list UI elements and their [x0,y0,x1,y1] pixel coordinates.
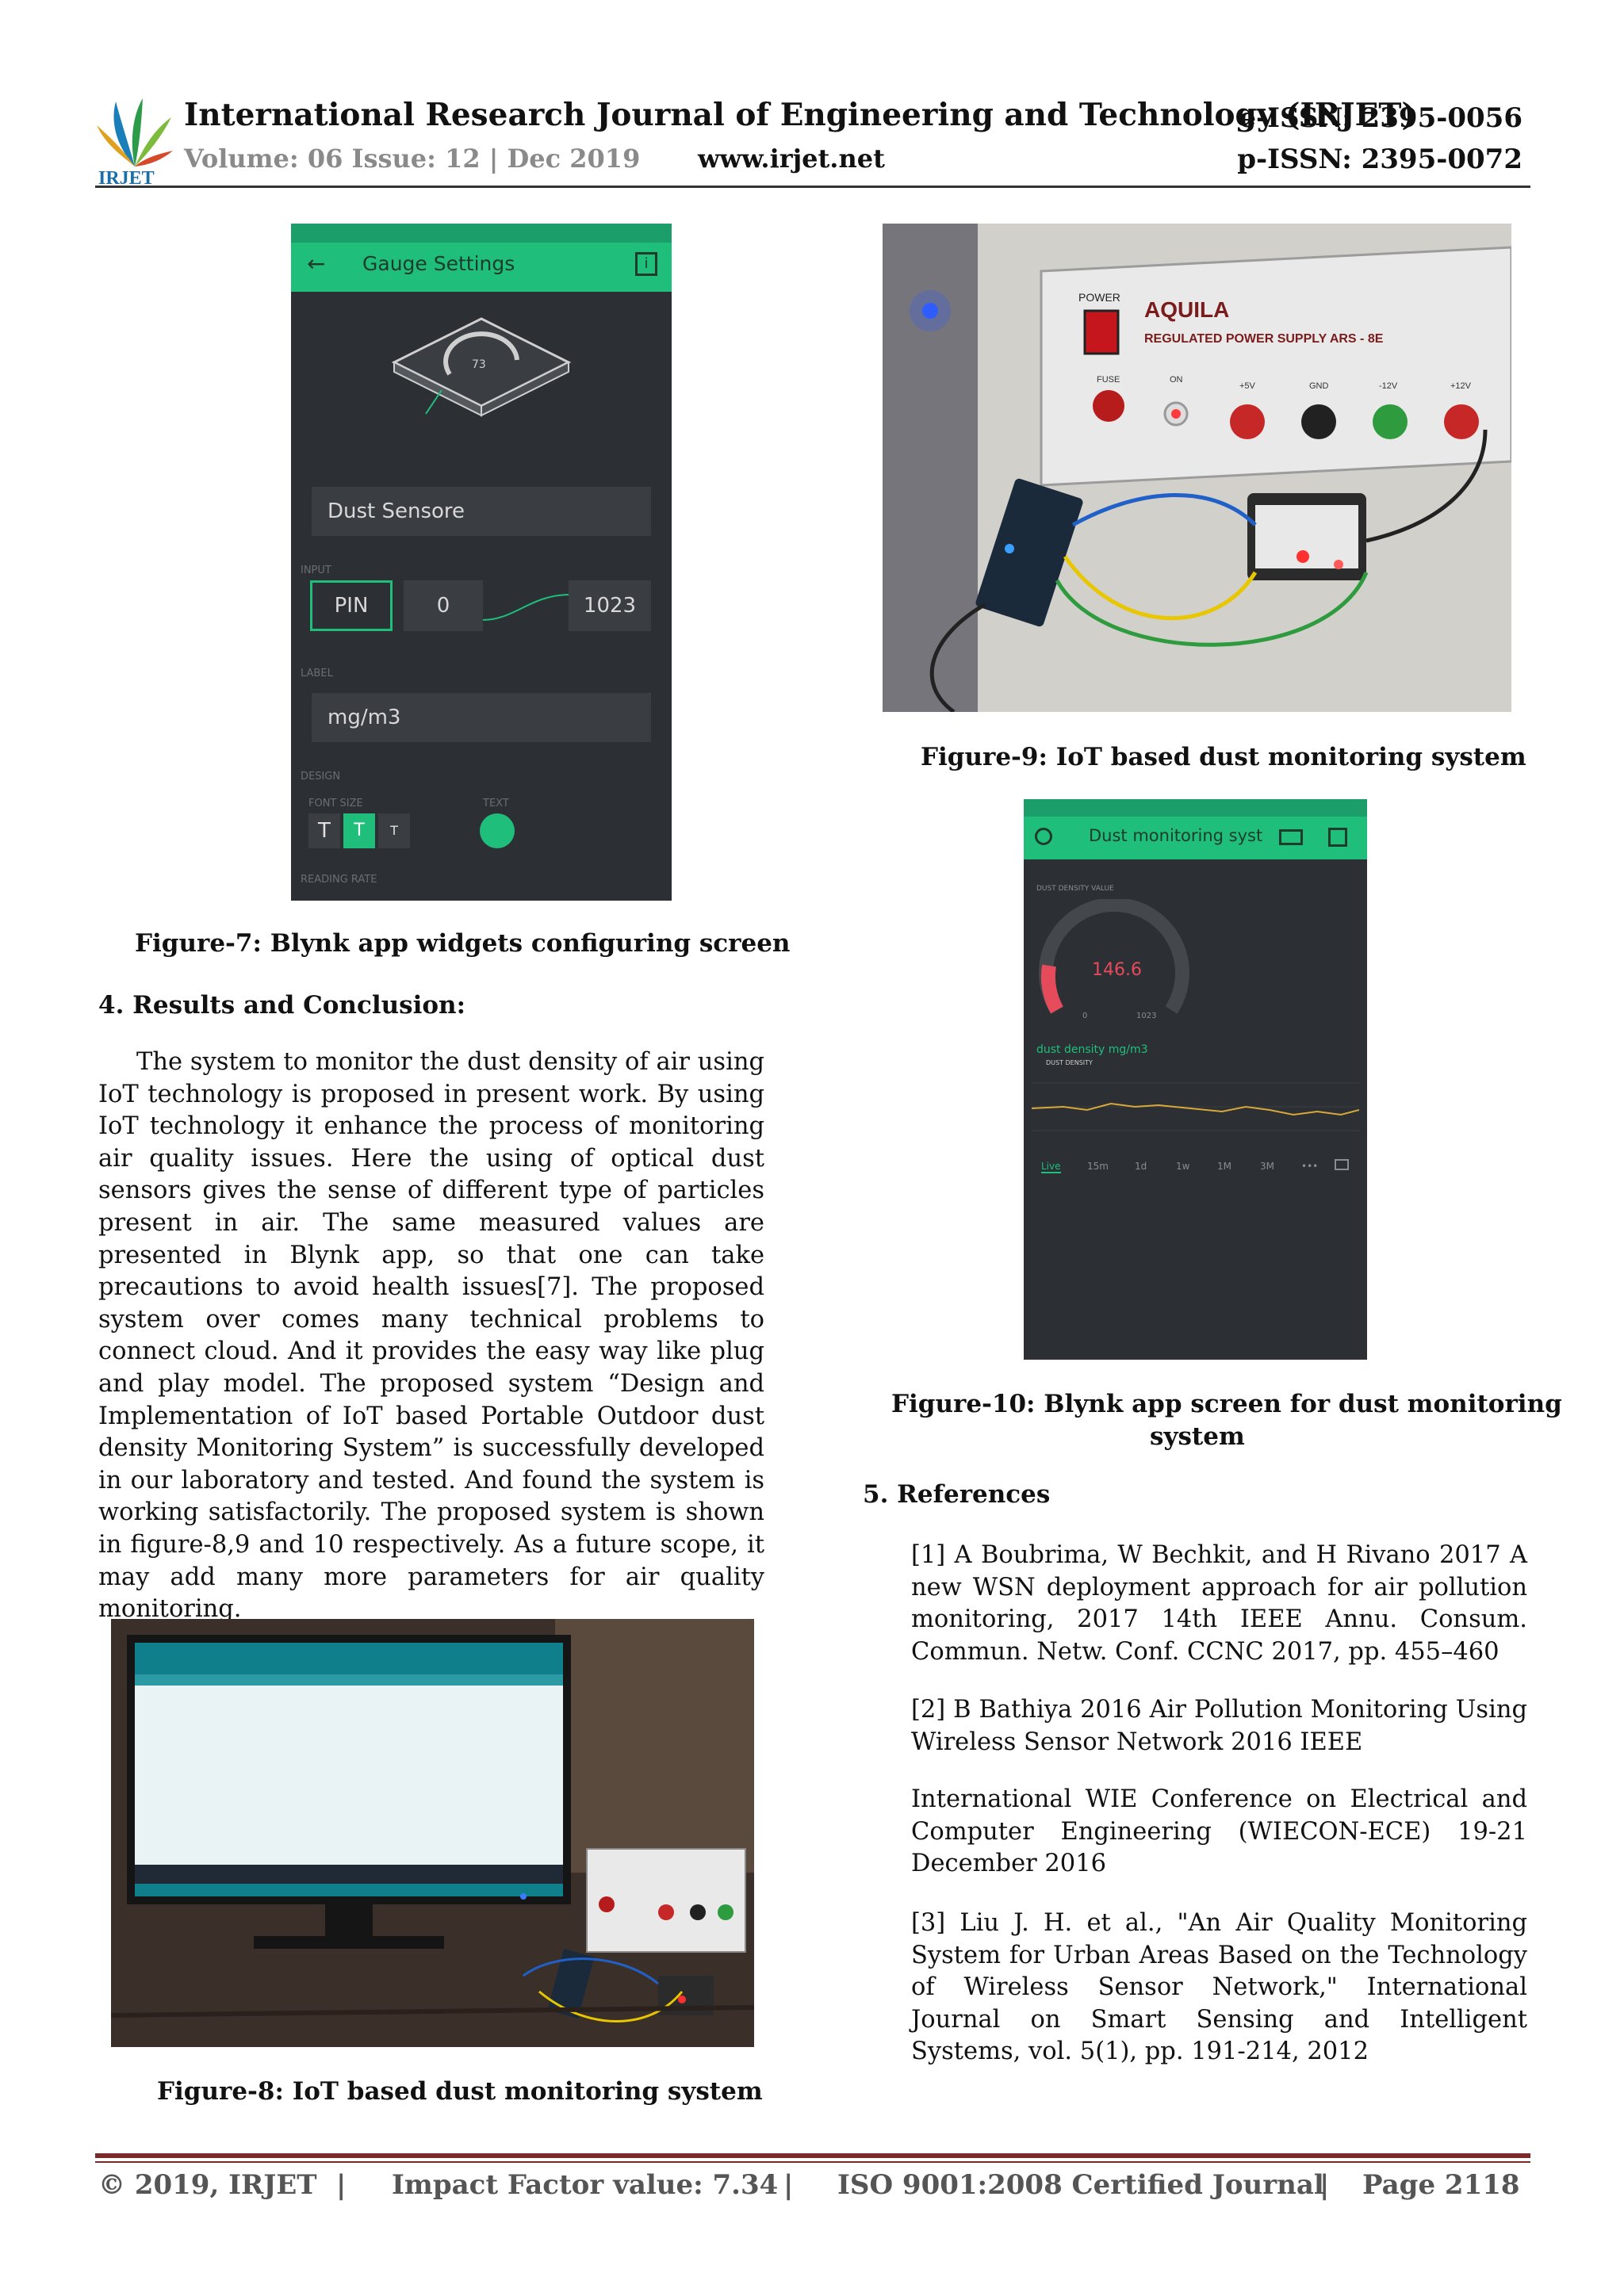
svg-text:+5V: +5V [1239,381,1256,391]
gauge-label: DUST DENSITY VALUE [1036,885,1114,893]
chart-title: dust density mg/m3 [1036,1043,1148,1056]
tab-1d[interactable]: 1d [1135,1161,1147,1172]
font-size-small-button[interactable]: T [378,813,410,848]
figure-10-blynk-dust-monitoring: Dust monitoring syst DUST DENSITY VALUE … [1024,799,1367,1360]
tab-1m[interactable]: 1M [1217,1161,1231,1172]
svg-text:146.6: 146.6 [1092,960,1142,980]
reference-2-continued: International WIE Conference on Electric… [911,1785,1527,1878]
figure-7-caption: Figure-7: Blynk app widgets configuring … [135,929,791,958]
results-conclusion-paragraph: The system to monitor the dust density o… [98,1048,764,1624]
unit-label-field[interactable]: mg/m3 [312,693,651,742]
power-supply-illustration: POWER AQUILA REGULATED POWER SUPPLY ARS … [883,224,1511,712]
screen-title: Gauge Settings [362,252,515,275]
pin-select-button[interactable]: PIN [310,580,393,631]
design-section-label: DESIGN [301,771,341,783]
chart-legend: DUST DENSITY [1046,1059,1093,1066]
gauge-widget-icon: 73 [391,317,572,417]
footer-rule [95,2153,1530,2158]
pissn: p-ISSN: 2395-0072 [1237,144,1522,175]
min-value-field[interactable]: 0 [404,580,483,631]
phone-status-bar [1024,799,1367,817]
footer-separator: | [783,2169,794,2201]
figure-10-caption-line-2: system [1150,1422,1245,1451]
color-picker-button[interactable] [480,813,515,848]
figure-7-blynk-gauge-settings: ← Gauge Settings i 73 Dust Sensore INPUT… [291,224,672,901]
menu-icon[interactable] [1035,828,1052,845]
mapping-curve [483,594,570,621]
info-icon: i [635,252,657,276]
figure-10-caption-line-1: Figure-10: Blynk app screen for dust mon… [891,1390,1562,1418]
figure-9-caption: Figure-9: IoT based dust monitoring syst… [921,743,1526,771]
footer-rule-thin [95,2161,1530,2163]
figure-8-monitor-photo [111,1619,754,2047]
figure-8-caption: Figure-8: IoT based dust monitoring syst… [157,2077,763,2106]
footer-copyright: © 2019, IRJET [98,2169,317,2201]
app-toolbar: Dust monitoring syst [1024,817,1367,859]
tab-more[interactable]: ••• [1301,1161,1319,1172]
tab-live[interactable]: Live [1041,1161,1061,1173]
svg-text:ON: ON [1170,375,1183,385]
svg-text:1023: 1023 [1136,1012,1156,1020]
reference-1: [1] A Boubrima, W Bechkit, and H Rivano … [911,1541,1527,1666]
svg-text:REGULATED POWER SUPPLY ARS - 8: REGULATED POWER SUPPLY ARS - 8E [1144,332,1384,346]
input-section-label: INPUT [301,564,331,576]
svg-text:0: 0 [1082,1012,1087,1020]
dust-density-series-line [1032,1102,1359,1116]
section-4-heading: 4. Results and Conclusion: [98,991,466,1020]
stop-icon[interactable] [1328,828,1347,847]
tab-3m[interactable]: 3M [1260,1161,1274,1172]
journal-title: International Research Journal of Engine… [184,97,1416,133]
font-size-medium-button[interactable]: T [343,813,375,848]
widget-name-field[interactable]: Dust Sensore [312,487,651,536]
volume-issue: Volume: 06 Issue: 12 | Dec 2019 [184,144,641,174]
tab-15m[interactable]: 15m [1087,1161,1109,1172]
dust-gauge: 146.6 0 1023 [1039,899,1189,1020]
font-size-label: FONT SIZE [308,798,363,809]
footer-impact-factor: Impact Factor value: 7.34 [392,2169,779,2201]
svg-text:POWER: POWER [1078,291,1120,304]
footer-separator: | [336,2169,347,2201]
figure-9-power-supply-photo: POWER AQUILA REGULATED POWER SUPPLY ARS … [883,224,1511,712]
time-range-tabs: Live 15m 1d 1w 1M 3M ••• [1033,1158,1358,1181]
svg-text:-12V: -12V [1379,381,1398,391]
text-color-label: TEXT [483,798,509,809]
section-5-heading: 5. References [863,1480,1051,1509]
svg-text:+12V: +12V [1450,381,1472,391]
export-icon[interactable] [1335,1159,1349,1170]
footer-separator: | [1320,2169,1330,2201]
app-toolbar: ← Gauge Settings i [291,243,672,292]
dust-density-line-chart [1032,1082,1359,1131]
tab-1w[interactable]: 1w [1176,1161,1190,1172]
device-icon[interactable] [1279,829,1303,845]
svg-text:73: 73 [472,358,486,371]
svg-text:FUSE: FUSE [1097,375,1120,385]
footer-page-number: Page 2118 [1362,2169,1520,2201]
svg-text:IRJET: IRJET [98,168,155,187]
label-section-label: LABEL [301,668,333,679]
eissn: e-ISSN: 2395-0056 [1239,102,1522,134]
header-rule [95,186,1530,188]
screen-title: Dust monitoring syst [1089,826,1263,845]
svg-text:AQUILA: AQUILA [1144,297,1229,322]
phone-status-bar [291,224,672,243]
font-size-large-button[interactable]: T [308,813,340,848]
reading-rate-label: READING RATE [301,874,377,886]
reference-2: [2] B Bathiya 2016 Air Pollution Monitor… [911,1696,1527,1756]
svg-text:GND: GND [1309,381,1329,391]
footer-iso: ISO 9001:2008 Certified Journal [837,2169,1324,2201]
back-arrow-icon: ← [307,251,326,277]
irjet-logo: IRJET [95,94,174,189]
monitor-setup-illustration [111,1619,754,2047]
journal-website: www.irjet.net [698,144,885,174]
reference-3: [3] Liu J. H. et al., "An Air Quality Mo… [911,1909,1527,2066]
max-value-field[interactable]: 1023 [569,580,651,631]
